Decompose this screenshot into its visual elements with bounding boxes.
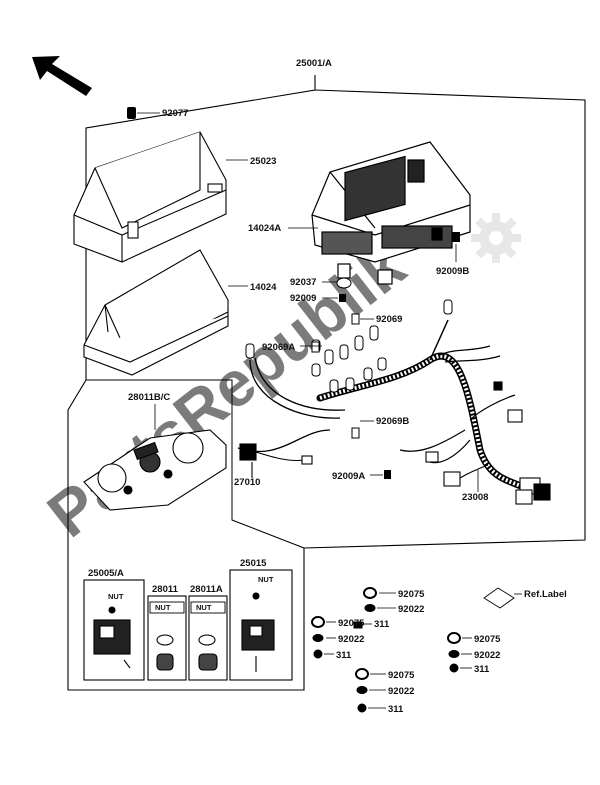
sub-frame <box>86 379 305 549</box>
screw-a-part <box>370 470 391 479</box>
label-nut-left: NUT <box>108 592 124 601</box>
ref-label-icon <box>483 587 522 609</box>
label-washer-ring-1: 92075 <box>398 589 425 600</box>
label-bulb-b: 92069B <box>376 416 409 427</box>
label-nut-311-2: 311 <box>336 650 352 661</box>
label-washer-flat-1: 92022 <box>398 604 424 615</box>
leader-lines <box>324 592 472 709</box>
label-nut-311-4: 311 <box>388 704 404 715</box>
label-screw-b: 92009B <box>436 266 469 277</box>
label-bulb: 92069 <box>376 314 402 325</box>
label-nut-right: NUT <box>258 575 274 584</box>
harness-connectors <box>425 381 551 505</box>
label-screw-a: 92009A <box>332 471 365 482</box>
meter-boxes <box>83 569 293 681</box>
direction-arrow-icon <box>32 56 92 96</box>
label-washer-ring-2: 92075 <box>338 618 365 629</box>
washer-column-3 <box>447 632 461 673</box>
label-screw-small: 92009 <box>290 293 316 304</box>
screw-top-part <box>127 107 160 119</box>
label-socket-lead: 27010 <box>234 477 260 488</box>
watermark-gear-icon <box>471 213 521 263</box>
label-case: 14024A <box>248 223 281 234</box>
label-harness: 23008 <box>462 492 488 503</box>
label-nut-mid: NUT <box>155 603 171 612</box>
screw-b-part <box>452 232 460 262</box>
grommet-part <box>322 277 352 289</box>
socket-lead-part <box>239 443 313 478</box>
meter-mid-a-part <box>198 634 218 671</box>
meter-right-part <box>241 592 275 672</box>
meter-mid-part <box>156 634 174 671</box>
label-washer-flat-2: 92022 <box>338 634 364 645</box>
label-grommet: 92037 <box>290 277 316 288</box>
label-meter-mid: 28011 <box>152 584 179 595</box>
label-washer-flat-4: 92022 <box>388 686 414 697</box>
washer-column-1 <box>363 587 377 612</box>
washer-column-4 <box>355 668 369 713</box>
label-cover: 25023 <box>250 156 276 167</box>
label-washer-ring-4: 92075 <box>388 670 415 681</box>
label-assembly: 25001/A <box>296 58 332 69</box>
meter-case-part <box>311 141 471 285</box>
bulbs-group <box>245 299 453 439</box>
label-face-panel: 28011B/C <box>128 392 170 403</box>
meter-lens-part <box>83 249 229 376</box>
washer-column-2 <box>311 616 363 659</box>
label-screw-top: 92077 <box>162 108 188 119</box>
label-bulb-a: 92069A <box>262 342 295 353</box>
label-ref: Ref.Label <box>524 589 567 600</box>
label-nut-mid-a: NUT <box>196 603 212 612</box>
label-meter-left: 25005/A <box>88 568 124 579</box>
nut-boxes <box>149 601 226 614</box>
label-nut-311-3: 311 <box>474 664 490 675</box>
label-meter-mid-a: 28011A <box>190 584 223 595</box>
label-washer-flat-3: 92022 <box>474 650 500 661</box>
label-lens: 14024 <box>250 282 277 293</box>
label-washer-ring-3: 92075 <box>474 634 501 645</box>
label-meter-right: 25015 <box>240 558 267 569</box>
meter-cover-part <box>73 131 227 263</box>
assembly-frame <box>67 75 586 691</box>
meter-left-part <box>93 606 131 669</box>
face-panel-part <box>83 429 227 511</box>
screw-small-part <box>322 294 346 302</box>
label-nut-311-1: 311 <box>374 619 390 630</box>
wiring-harness-part <box>237 319 534 494</box>
